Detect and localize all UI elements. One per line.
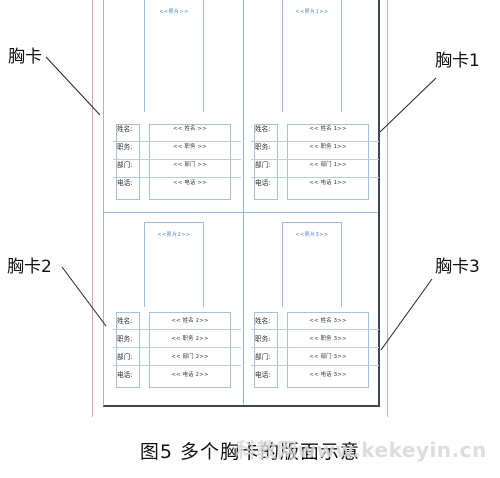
field-label-phone: 电话:: [255, 179, 271, 187]
photo-field-label: <<照片3>>: [295, 232, 329, 238]
photo-field-label: <<照片1>>: [295, 9, 329, 15]
badge-card: <<照片3>> 姓名: 职务: 部门: 电话: << 姓名 3>> << 职务 …: [243, 222, 379, 418]
field-label-title: 职务:: [255, 143, 271, 151]
row-divider: [113, 177, 241, 178]
field-value-name: << 姓名 3>>: [309, 318, 347, 324]
watermark: 科教网www.kekeyin.cn: [236, 438, 487, 462]
label-box: [254, 124, 278, 200]
field-value-phone: << 电话 1>>: [309, 180, 347, 186]
photo-field-label: <<照片2>>: [157, 232, 191, 238]
page-sheet: <<照片>> 姓名: 职务: 部门: 电话: << 姓名 >> << 职务 >>…: [92, 0, 388, 417]
photo-placeholder: <<照片2>>: [144, 222, 204, 307]
callout-leader-bottom-right: [380, 278, 433, 351]
field-label-name: 姓名:: [117, 317, 133, 325]
row-divider: [113, 141, 241, 142]
field-label-department: 部门:: [117, 161, 133, 169]
field-label-department: 部门:: [255, 353, 271, 361]
callout-leader-top-right: [379, 77, 437, 133]
callout-label-top-left: 胸卡: [8, 47, 42, 67]
value-box: [287, 124, 369, 200]
field-label-department: 部门:: [117, 353, 133, 361]
field-value-phone: << 电话 >>: [173, 180, 207, 186]
field-label-name: 姓名:: [255, 317, 271, 325]
label-box: [116, 124, 140, 200]
label-box: [254, 312, 278, 388]
value-box: [149, 312, 231, 388]
field-label-phone: 电话:: [117, 179, 133, 187]
field-label-phone: 电话:: [117, 371, 133, 379]
badge-card: <<照片>> 姓名: 职务: 部门: 电话: << 姓名 >> << 职务 >>…: [105, 0, 241, 216]
field-label-title: 职务:: [255, 335, 271, 343]
field-value-title: << 职务 2>>: [171, 336, 209, 342]
field-label-name: 姓名:: [255, 125, 271, 133]
field-label-title: 职务:: [117, 335, 133, 343]
photo-placeholder: <<照片>>: [144, 0, 204, 112]
vertical-divider: [243, 0, 244, 405]
field-value-department: << 部门 >>: [173, 162, 207, 168]
field-value-name: << 姓名 2>>: [171, 318, 209, 324]
field-value-title: << 职务 >>: [173, 144, 207, 150]
row-divider: [251, 329, 379, 330]
row-divider: [251, 159, 379, 160]
photo-placeholder: <<照片1>>: [282, 0, 342, 112]
label-box: [116, 312, 140, 388]
field-value-department: << 部门 1>>: [309, 162, 347, 168]
value-box: [287, 312, 369, 388]
field-value-name: << 姓名 >>: [173, 126, 207, 132]
field-value-department: << 部门 2>>: [171, 354, 209, 360]
row-divider: [251, 347, 379, 348]
value-box: [149, 124, 231, 200]
callout-label-top-right: 胸卡1: [435, 51, 480, 71]
row-divider: [113, 347, 241, 348]
field-value-title: << 职务 3>>: [309, 336, 347, 342]
field-label-phone: 电话:: [255, 371, 271, 379]
badge-card: <<照片1>> 姓名: 职务: 部门: 电话: << 姓名 1>> << 职务 …: [243, 0, 379, 216]
row-divider: [251, 177, 379, 178]
photo-placeholder: <<照片3>>: [282, 222, 342, 307]
row-divider: [113, 159, 241, 160]
field-value-phone: << 电话 2>>: [171, 372, 209, 378]
row-divider: [251, 365, 379, 366]
field-value-phone: << 电话 3>>: [309, 372, 347, 378]
row-divider: [113, 329, 241, 330]
callout-label-bottom-left: 胸卡2: [7, 257, 52, 277]
photo-field-label: <<照片>>: [159, 9, 189, 15]
field-value-name: << 姓名 1>>: [309, 126, 347, 132]
row-divider: [113, 365, 241, 366]
badge-card: <<照片2>> 姓名: 职务: 部门: 电话: << 姓名 2>> << 职务 …: [105, 222, 241, 418]
figure-caption: 图5 多个胸卡的版面示意: [139, 441, 361, 463]
field-label-name: 姓名:: [117, 125, 133, 133]
callout-label-bottom-right: 胸卡3: [435, 257, 480, 277]
field-label-department: 部门:: [255, 161, 271, 169]
field-value-title: << 职务 1>>: [309, 144, 347, 150]
row-divider: [251, 141, 379, 142]
field-label-title: 职务:: [117, 143, 133, 151]
field-value-department: << 部门 3>>: [309, 354, 347, 360]
horizontal-divider: [103, 212, 377, 213]
